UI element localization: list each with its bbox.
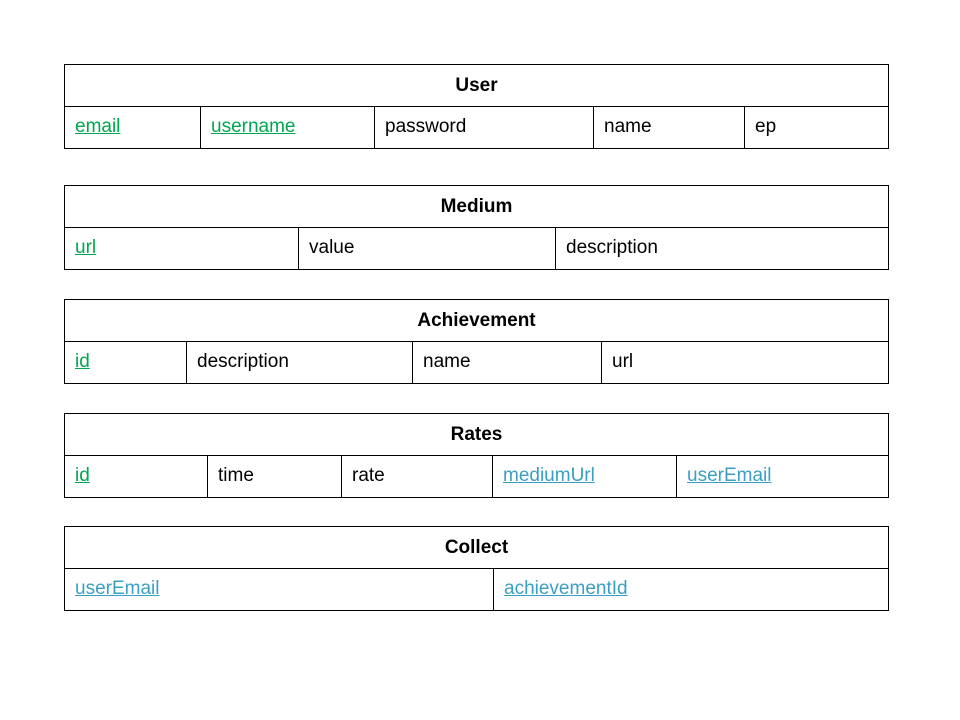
field-collect-useremail: userEmail — [65, 569, 494, 610]
field-user-password: password — [375, 107, 594, 148]
field-row-rates: id time rate mediumUrl userEmail — [65, 456, 888, 497]
field-rates-useremail: userEmail — [687, 465, 772, 486]
field-medium-description: description — [566, 237, 658, 258]
field-row-user: email username password name ep — [65, 107, 888, 148]
table-collect: Collect userEmail achievementId — [64, 526, 889, 611]
table-user: User email username password name ep — [64, 64, 889, 149]
field-achievement-id: id — [65, 342, 187, 383]
field-rates-rate: rate — [342, 456, 493, 497]
field-achievement-name: name — [413, 342, 602, 383]
table-title-collect: Collect — [65, 527, 888, 569]
table-rates: Rates id time rate mediumUrl userEmail — [64, 413, 889, 498]
field-achievement-description: description — [187, 342, 413, 383]
table-title-medium: Medium — [65, 186, 888, 228]
table-achievement: Achievement id description name url — [64, 299, 889, 384]
field-medium-url: url — [65, 228, 299, 269]
table-medium: Medium url value description — [64, 185, 889, 270]
field-rates-time: time — [208, 456, 342, 497]
field-rates-id: id — [65, 456, 208, 497]
field-row-achievement: id description name url — [65, 342, 888, 383]
field-medium-value: value — [299, 228, 556, 269]
field-row-medium: url value description — [65, 228, 888, 269]
table-title-user: User — [65, 65, 888, 107]
field-user-email: email — [65, 107, 201, 148]
field-achievement-url: url — [612, 351, 634, 372]
table-title-rates: Rates — [65, 414, 888, 456]
field-collect-achievementid: achievementId — [504, 578, 628, 599]
table-title-achievement: Achievement — [65, 300, 888, 342]
field-user-name: name — [594, 107, 745, 148]
field-row-collect: userEmail achievementId — [65, 569, 888, 610]
field-user-username: username — [201, 107, 375, 148]
field-user-ep: ep — [755, 116, 777, 137]
field-rates-mediumurl: mediumUrl — [493, 456, 677, 497]
